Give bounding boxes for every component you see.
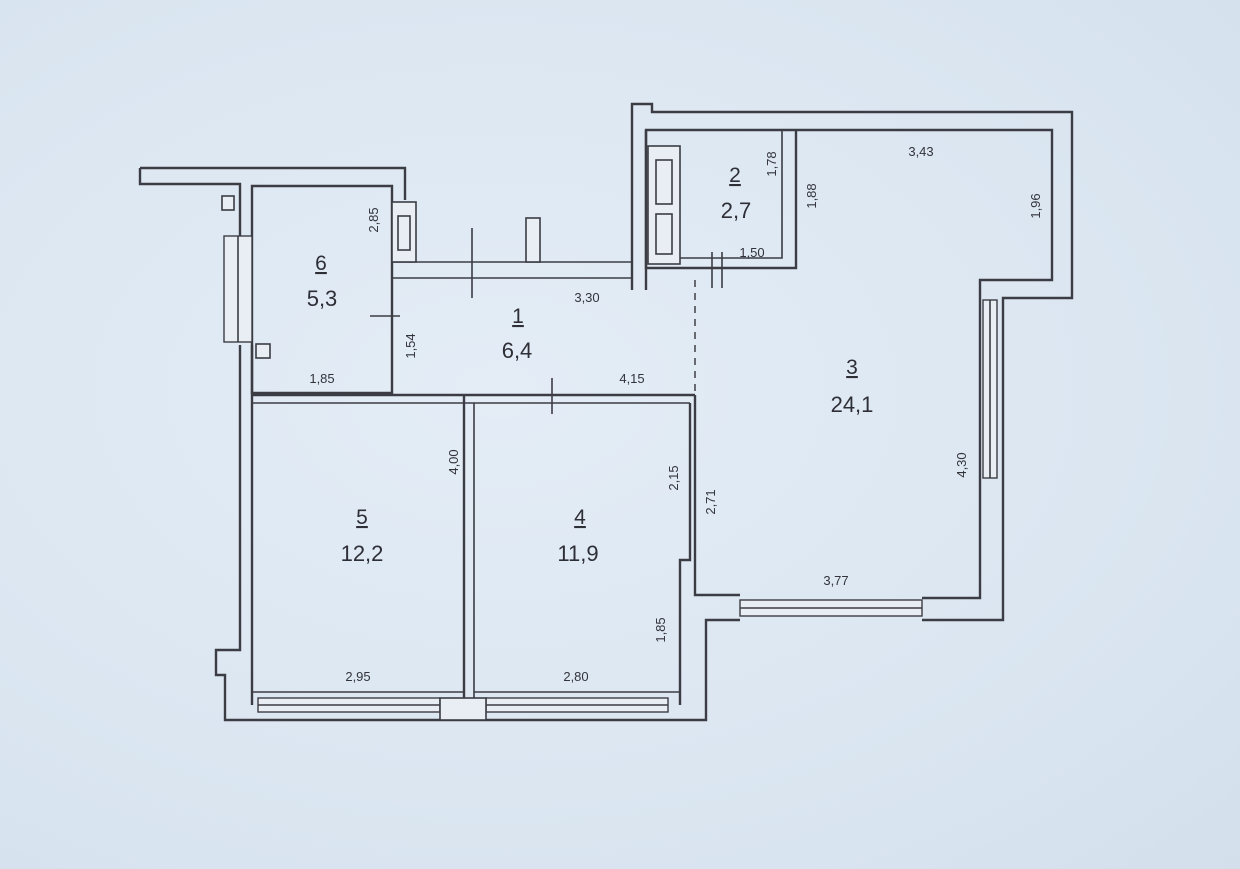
pier-between-windows	[439, 697, 487, 721]
room-3-area: 24,1	[831, 392, 874, 417]
outer-walls	[138, 102, 1074, 722]
room-1-area: 6,4	[502, 338, 533, 363]
room-1-label: 1 6,4	[502, 305, 533, 363]
room6-corner-post	[255, 343, 271, 359]
fixtures	[221, 145, 681, 721]
living-left-wall	[693, 395, 740, 597]
dim-bed4-bottom: 2,80	[563, 669, 588, 684]
room-1-number: 1	[512, 305, 524, 328]
dim-bath-top: 2,85	[366, 207, 381, 232]
dim-bath-bottom: 1,85	[309, 371, 334, 386]
room-4-area: 11,9	[557, 541, 598, 566]
room-2-label: 2 2,7	[721, 164, 752, 223]
room-5-number: 5	[356, 506, 368, 529]
room2-inner-walls	[660, 130, 783, 259]
dim-living-bottom: 3,77	[823, 573, 848, 588]
room-3-label: 3 24,1	[831, 356, 874, 417]
dim-bath2-bottom: 1,50	[739, 245, 764, 260]
dim-living-height: 4,30	[954, 452, 969, 477]
dim-bed4-lower: 1,85	[653, 617, 668, 642]
dim-living-top: 3,43	[908, 144, 933, 159]
bottom-outer-wall	[214, 345, 740, 722]
shaft-room2-inner-bottom	[655, 213, 673, 255]
room-6-label: 6 5,3	[307, 252, 338, 311]
ledge-post	[221, 195, 235, 211]
dim-bed5-bottom: 2,95	[345, 669, 370, 684]
dim-bed5-height: 4,00	[446, 449, 461, 474]
entrance-post	[525, 217, 541, 263]
dimension-labels: 2,85 1,78 1,88 3,43 1,96 1,50 3,30 1,54 …	[309, 144, 1043, 684]
room-2-number: 2	[729, 164, 741, 187]
room-5-label: 5 12,2	[341, 506, 384, 566]
windows	[223, 235, 998, 713]
dim-hall-bottom: 4,15	[619, 371, 644, 386]
dim-hall-height: 1,54	[403, 333, 418, 358]
room-4-number: 4	[574, 506, 586, 529]
interior-walls	[250, 130, 798, 705]
dim-bath2-height: 1,78	[764, 151, 779, 176]
room-3-number: 3	[846, 356, 858, 379]
dim-hall-top: 3,30	[574, 290, 599, 305]
door-marks	[370, 217, 723, 414]
dim-bed4-upper: 2,15	[666, 465, 681, 490]
room-6-area: 5,3	[307, 286, 338, 311]
dim-living-left: 2,71	[703, 489, 718, 514]
room-6-number: 6	[315, 252, 327, 275]
dim-living-right-top: 1,96	[1028, 193, 1043, 218]
room-2-area: 2,7	[721, 198, 752, 223]
shaft-room6-inner	[397, 215, 411, 251]
right-outer-wall	[630, 102, 1074, 622]
room2-walls	[644, 130, 798, 270]
shaft-room2-inner-top	[655, 159, 673, 205]
dim-bath2-side: 1,88	[804, 183, 819, 208]
bedroom4-right-wall	[678, 403, 692, 705]
room-4-label: 4 11,9	[557, 506, 598, 566]
top-left-wall	[140, 166, 407, 200]
room-5-area: 12,2	[341, 541, 384, 566]
